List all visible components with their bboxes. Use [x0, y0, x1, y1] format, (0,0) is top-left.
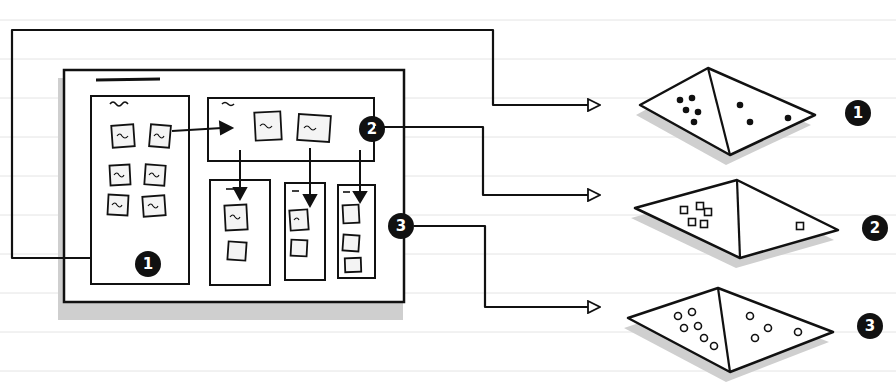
pyramid-item: [689, 219, 696, 226]
pyramid-ridge: [718, 288, 730, 372]
pyramid-item: [681, 207, 688, 214]
pyramid-outline: [600, 60, 880, 170]
pyramid-ridge: [737, 180, 740, 258]
pyramid-outline: [600, 172, 890, 272]
callout-number: 1: [845, 100, 871, 126]
pyramid-item: [765, 325, 772, 332]
pyramid-item: [690, 96, 695, 101]
pyramid-item: [692, 120, 697, 125]
pyramid-item: [705, 209, 712, 216]
pyramid-item: [747, 313, 754, 320]
pyramid-item: [701, 221, 708, 228]
pyramid-item: [752, 335, 759, 342]
board-panel: 2: [207, 97, 375, 162]
board-panel: 1: [90, 95, 190, 285]
pyramid-item: [678, 98, 683, 103]
pyramid-item: [675, 313, 682, 320]
notebook-lines: [0, 20, 896, 371]
callout-number: 2: [862, 215, 888, 241]
pyramid-item: [695, 323, 702, 330]
pyramid-item: [684, 108, 689, 113]
callout-node: 3: [388, 213, 414, 239]
pyramid-item: [697, 203, 704, 210]
pyramid-item: [738, 103, 743, 108]
connector-arrow: [375, 127, 600, 195]
pyramid-item: [681, 325, 688, 332]
board-title-scribble: [96, 79, 160, 80]
board-frame: [64, 70, 404, 302]
pyramid-item: [786, 116, 791, 121]
pyramid-item: [797, 223, 804, 230]
pyramid-item: [701, 335, 708, 342]
note-scribbles: [112, 124, 316, 220]
connector-arrow: [12, 30, 600, 258]
pyramid-face: [635, 180, 838, 258]
callout-number: 3: [388, 213, 414, 239]
callout-number: 2: [359, 116, 385, 142]
callout-number: 1: [135, 251, 161, 277]
connector-arrow: [414, 226, 600, 307]
callout-number: 3: [857, 313, 883, 339]
pyramid-outline: [600, 280, 890, 385]
sticky-notes: [107, 111, 361, 272]
pyramid-face: [628, 288, 833, 372]
pyramid-shape: 1: [600, 60, 880, 170]
pyramid-shape: 3: [600, 280, 890, 385]
pyramid-ridge: [708, 68, 730, 155]
pyramid-face: [640, 68, 815, 155]
panel-header-scribbles: [110, 102, 350, 192]
pyramid-item: [711, 343, 718, 350]
pyramid-item: [748, 120, 753, 125]
pyramid-item: [689, 309, 696, 316]
pyramid-shape: 2: [600, 172, 890, 272]
flow-arrows: [172, 122, 366, 206]
pyramid-item: [795, 329, 802, 336]
pyramid-item: [696, 110, 701, 115]
column-lists: [210, 180, 375, 285]
